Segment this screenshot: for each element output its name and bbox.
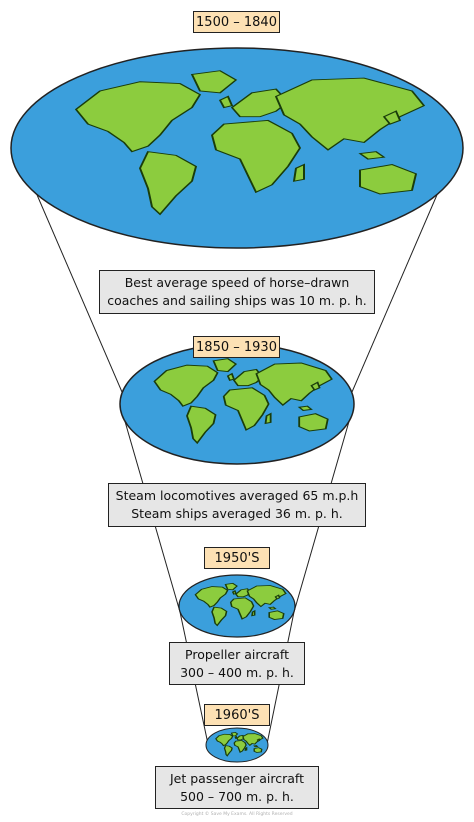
caption-line: coaches and sailing ships was 10 m. p. h… (107, 293, 367, 308)
caption-1500-1840: Best average speed of horse–drawn coache… (99, 270, 375, 314)
caption-line: 500 – 700 m. p. h. (180, 789, 294, 804)
caption-line: Propeller aircraft (185, 647, 289, 662)
funnel-left-edge-1 (21, 159, 123, 393)
world-map-globe-1500-1840 (11, 48, 463, 248)
era-label-1960s: 1960'S (204, 704, 270, 726)
era-label-1850-1930: 1850 – 1930 (193, 336, 280, 358)
world-map-globe-1960s (206, 728, 268, 762)
caption-line: Steam ships averaged 36 m. p. h. (131, 506, 343, 521)
caption-line: Jet passenger aircraft (170, 771, 304, 786)
caption-line: Steam locomotives averaged 65 m.p.h (115, 488, 359, 503)
caption-line: 300 – 400 m. p. h. (180, 665, 294, 680)
funnel-right-edge-1 (351, 159, 453, 393)
world-map-globe-1950s (179, 575, 295, 637)
caption-1950s: Propeller aircraft 300 – 400 m. p. h. (169, 642, 305, 685)
era-label-1500-1840: 1500 – 1840 (193, 11, 280, 33)
world-map-globe-1850-1930 (120, 344, 354, 464)
caption-1850-1930: Steam locomotives averaged 65 m.p.h Stea… (108, 483, 366, 527)
caption-line: Best average speed of horse–drawn (124, 275, 350, 290)
era-label-1950s: 1950'S (204, 547, 270, 569)
caption-1960s: Jet passenger aircraft 500 – 700 m. p. h… (155, 766, 319, 809)
copyright-notice: Copyright © Save My Exams. All Rights Re… (181, 812, 293, 817)
